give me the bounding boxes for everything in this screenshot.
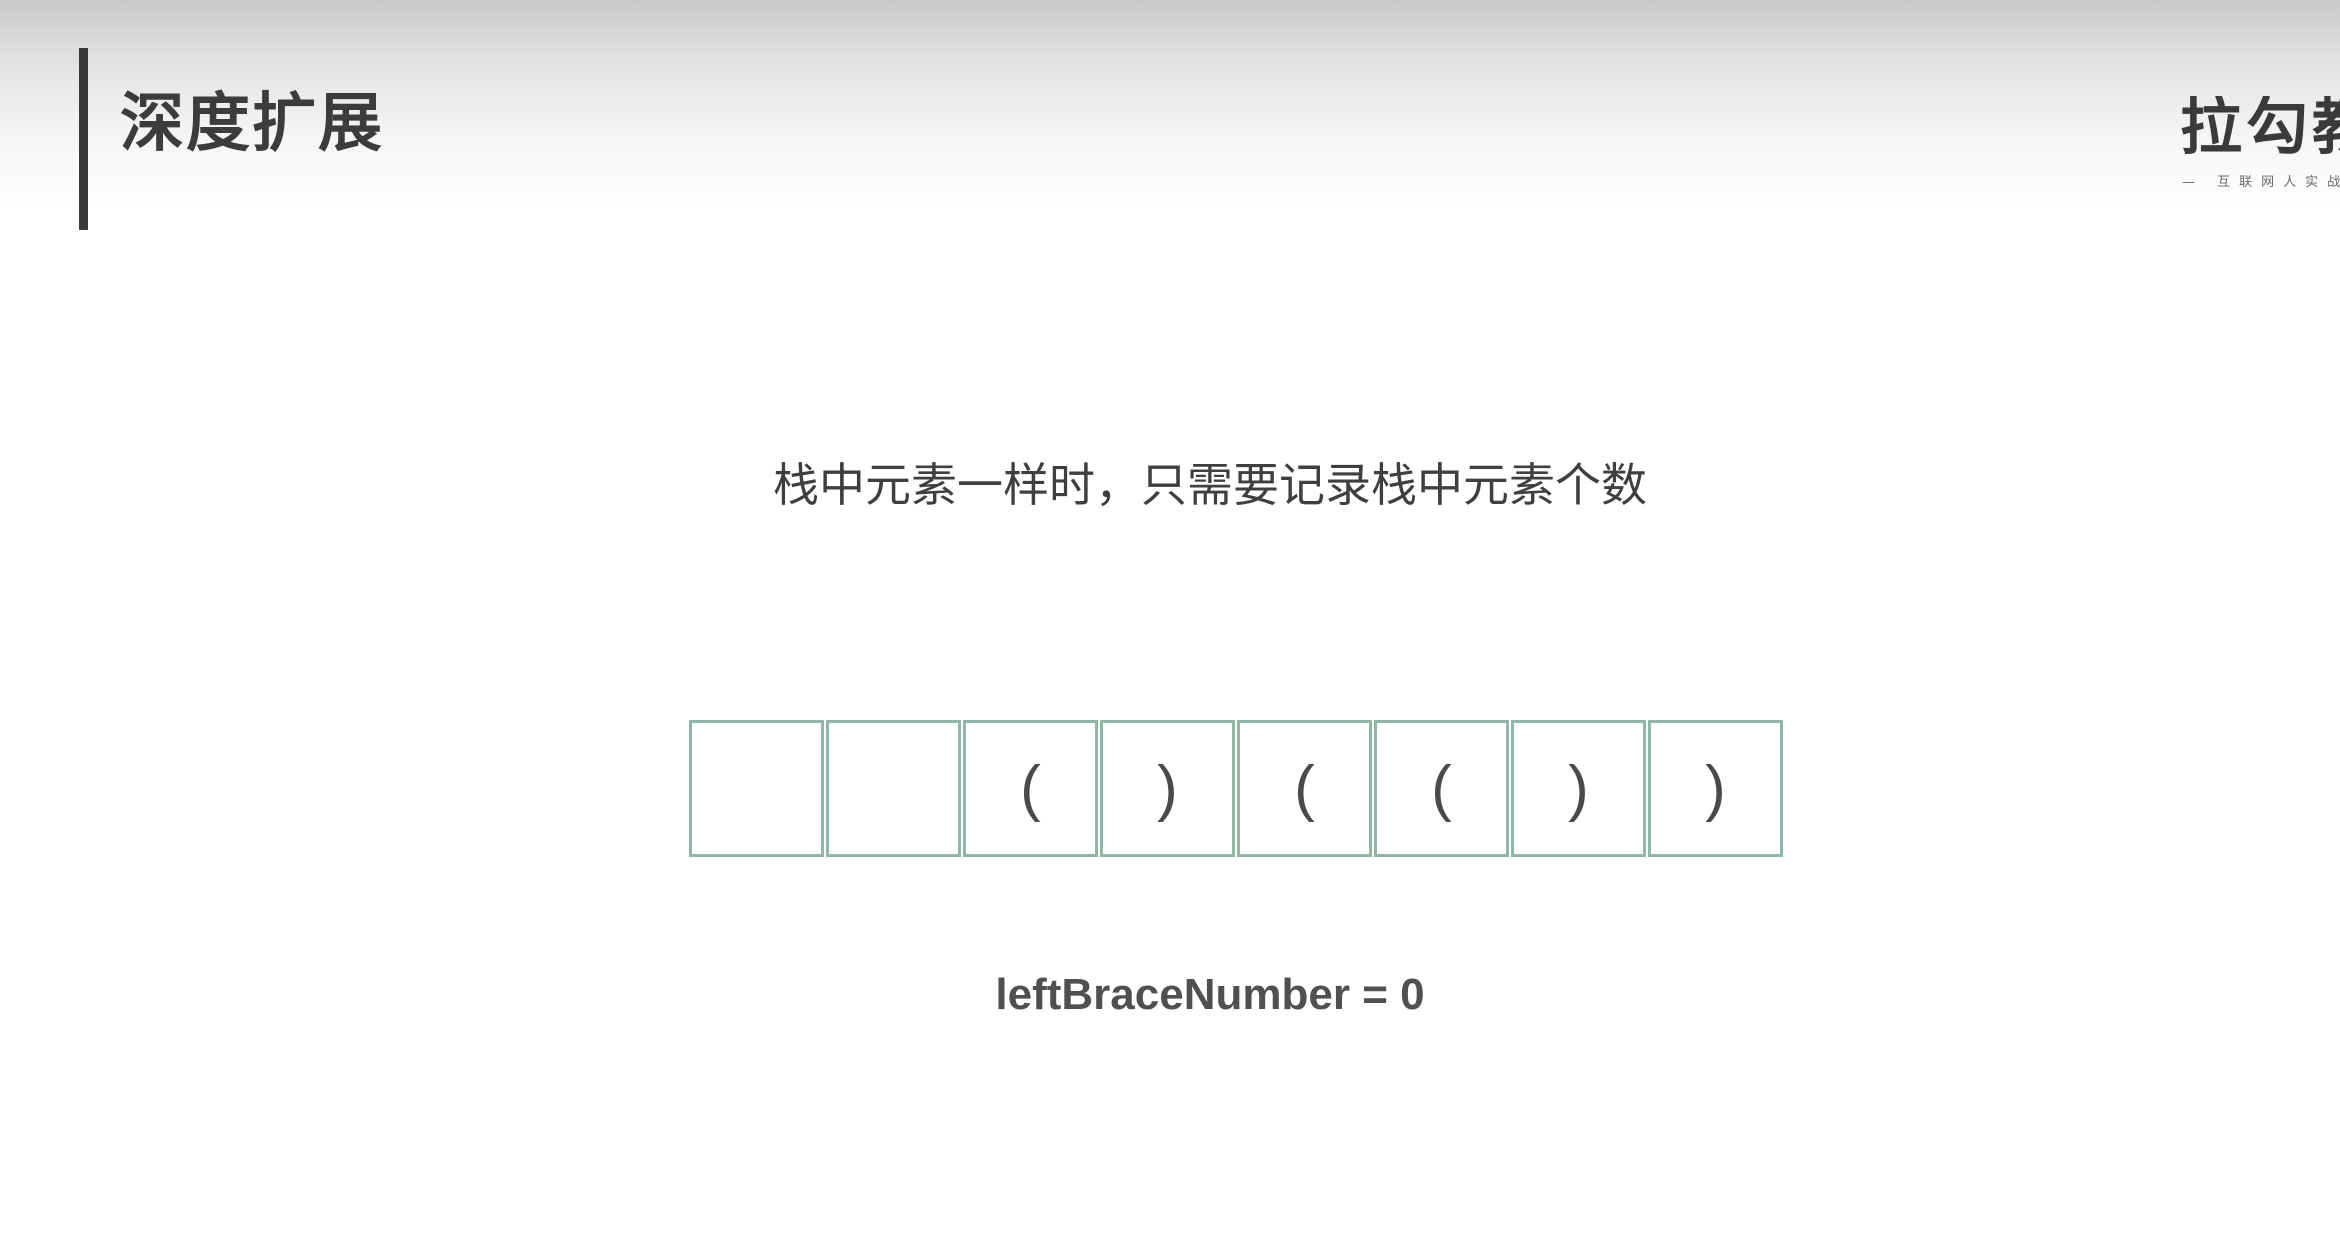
header-band [0,0,2340,210]
sequence-cell: ) [1648,720,1783,857]
sequence-cell: ( [1237,720,1372,857]
slide-caption: 栈中元素一样时，只需要记录栈中元素个数 [773,458,1647,512]
sequence-cell [826,720,961,857]
bracket-sequence: ( ) ( ( ) ) [689,720,1785,857]
left-brace-counter: leftBraceNumber = 0 [995,970,1425,1019]
sequence-cell: ) [1511,720,1646,857]
brand-logo: 拉勾教 — 互联网人实战 [2180,96,2340,196]
logo-wordmark: 拉勾教 [2180,96,2340,163]
page-title: 深度扩展 [120,87,384,161]
sequence-cell [689,720,824,857]
sequence-cell: ( [1374,720,1509,857]
title-accent-bar [79,48,88,230]
sequence-cell: ) [1100,720,1235,857]
logo-tagline: — 互联网人实战 [2182,175,2340,190]
sequence-cell: ( [963,720,1098,857]
